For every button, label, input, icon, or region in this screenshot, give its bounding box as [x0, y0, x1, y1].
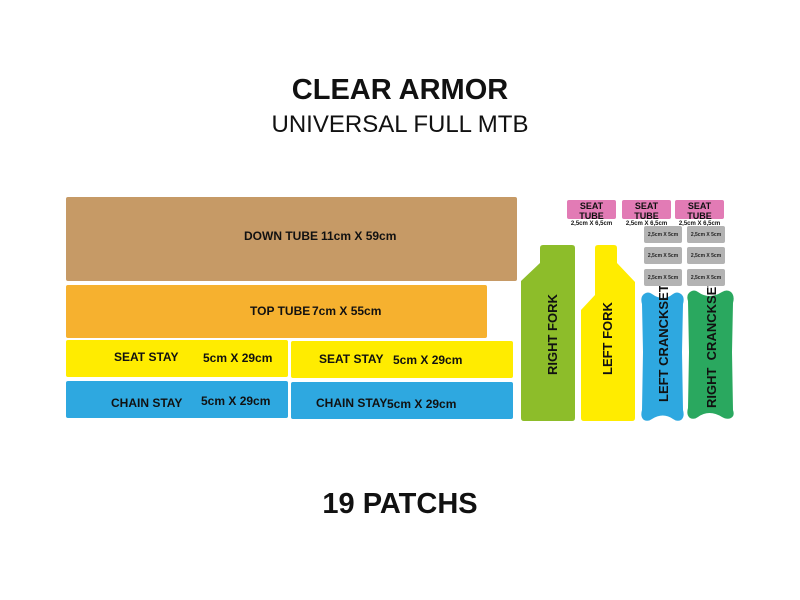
small-patch-size: 2,5cm X 5cm	[647, 231, 679, 238]
chain-stay-right-label: CHAIN STAY	[316, 396, 388, 410]
small-patch-size: 2,5cm X 5cm	[647, 252, 679, 259]
seat-tube-patch: SEAT TUBE 2,5cm X 6,5cm	[567, 200, 616, 227]
seat-tube-label: SEAT TUBE	[579, 201, 604, 221]
right-crankset-patch	[687, 290, 734, 419]
chain-stay-left-patch: CHAIN STAY 5cm X 29cm	[66, 381, 288, 418]
small-patch: 2,5cm X 5cm	[644, 247, 682, 264]
small-patch: 2,5cm X 5cm	[644, 226, 682, 243]
seat-tube-label: SEAT TUBE	[634, 201, 659, 221]
small-patch-size: 2,5cm X 5cm	[647, 274, 679, 281]
left-crankset-patch	[641, 292, 684, 421]
top-tube-patch: TOP TUBE 7cm X 55cm	[66, 285, 487, 338]
down-tube-patch: DOWN TUBE 11cm X 59cm	[66, 197, 517, 281]
chain-stay-left-size: 5cm X 29cm	[201, 394, 271, 408]
product-subtitle: UNIVERSAL FULL MTB	[271, 111, 529, 138]
small-patch: 2,5cm X 5cm	[687, 226, 725, 243]
seat-stay-right-size: 5cm X 29cm	[393, 353, 463, 367]
right-fork-patch	[521, 245, 575, 421]
chain-stay-right-patch: CHAIN STAY 5cm X 29cm	[291, 382, 513, 419]
small-patch-size: 2,5cm X 5cm	[690, 252, 722, 259]
patch-count: 19 PATCHS	[322, 488, 478, 520]
left-crankset-label: LEFT CRANCKSET	[656, 284, 671, 402]
seat-tube-size: 2,5cm X 6,5cm	[625, 221, 668, 227]
chain-stay-right-size: 5cm X 29cm	[387, 397, 457, 411]
seat-tube-patch: SEAT TUBE 2,5cm X 6,5cm	[622, 200, 671, 227]
small-patch-size: 2,5cm X 5cm	[690, 274, 722, 281]
small-patch: 2,5cm X 5cm	[687, 269, 725, 286]
seat-tube-patch: SEAT TUBE 2,5cm X 6,5cm	[675, 200, 724, 227]
right-fork-label: RIGHT FORK	[545, 294, 560, 375]
down-tube-label: DOWN TUBE	[244, 229, 318, 243]
seat-stay-left-size: 5cm X 29cm	[203, 351, 273, 365]
seat-stay-left-label: SEAT STAY	[114, 350, 179, 364]
seat-stay-right-patch: SEAT STAY 5cm X 29cm	[291, 341, 513, 378]
left-fork-patch	[581, 245, 635, 421]
small-patch: 2,5cm X 5cm	[687, 247, 725, 264]
seat-tube-size: 2,5cm X 6,5cm	[570, 221, 613, 227]
chain-stay-left-label: CHAIN STAY	[111, 396, 183, 410]
small-patch: 2,5cm X 5cm	[644, 269, 682, 286]
left-fork-label: LEFT FORK	[600, 301, 615, 375]
small-patch-size: 2,5cm X 5cm	[690, 231, 722, 238]
top-tube-size: 7cm X 55cm	[312, 304, 382, 318]
top-tube-label: TOP TUBE	[250, 304, 311, 318]
seat-tube-size: 2,5cm X 6,5cm	[678, 221, 721, 227]
down-tube-size: 11cm X 59cm	[321, 229, 397, 243]
seat-tube-label: SEAT TUBE	[687, 201, 712, 221]
product-title: CLEAR ARMOR	[291, 74, 509, 106]
seat-stay-left-patch: SEAT STAY 5cm X 29cm	[66, 340, 288, 377]
seat-stay-right-label: SEAT STAY	[319, 352, 384, 366]
right-crankset-label: RIGHT CRANCKSET	[704, 279, 719, 408]
